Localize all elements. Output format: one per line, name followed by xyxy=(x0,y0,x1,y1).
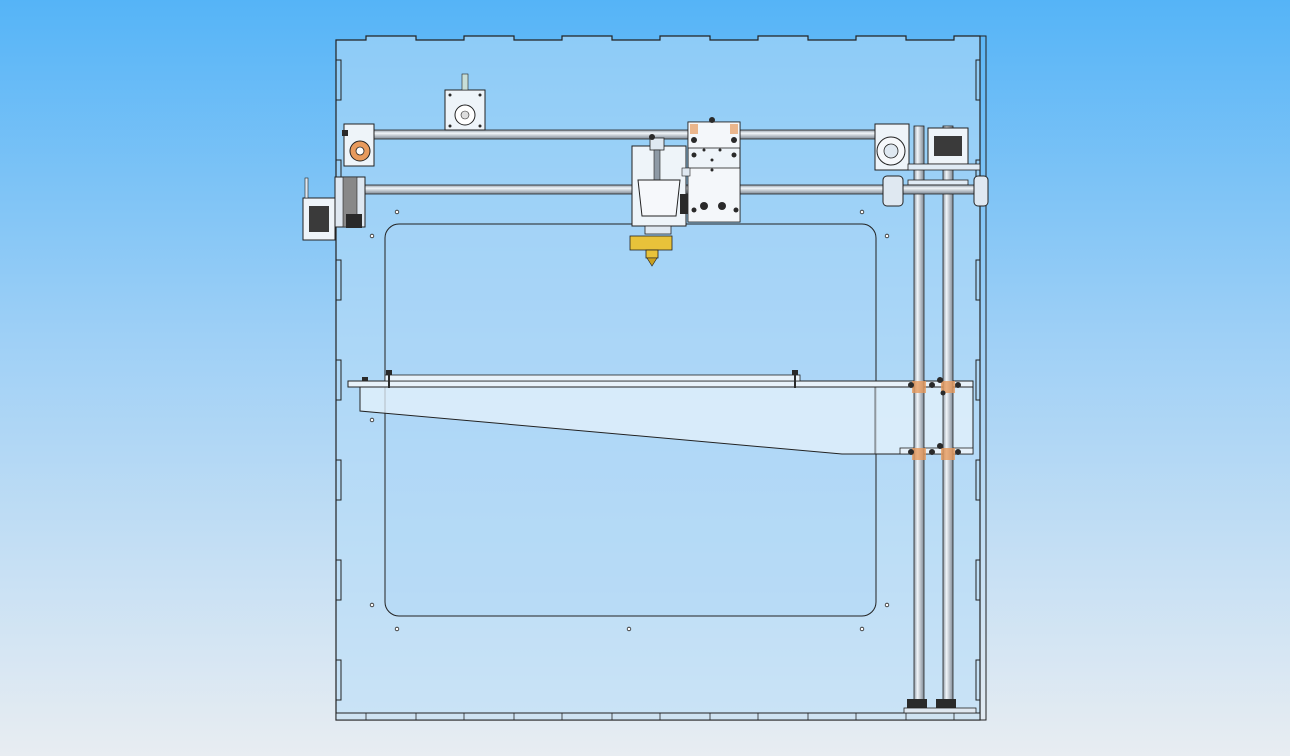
z-axis-rods[interactable] xyxy=(903,125,977,714)
bed-screw-icon xyxy=(362,370,798,388)
x-carriage[interactable] xyxy=(687,117,741,223)
left-idler-bracket[interactable] xyxy=(342,123,375,167)
z-motor-bracket[interactable] xyxy=(907,127,989,207)
mounting-holes xyxy=(369,209,890,632)
z-linear-bearings xyxy=(908,377,961,460)
right-pulley-bracket[interactable] xyxy=(874,123,910,207)
extruder-assembly[interactable] xyxy=(631,134,691,227)
print-bed-platform[interactable] xyxy=(347,370,974,455)
hotend-nozzle xyxy=(629,225,673,267)
x-stepper-motor-left[interactable] xyxy=(302,176,366,241)
extruder-stepper-motor[interactable] xyxy=(444,73,486,131)
x-axis-rod-upper[interactable] xyxy=(371,129,883,140)
